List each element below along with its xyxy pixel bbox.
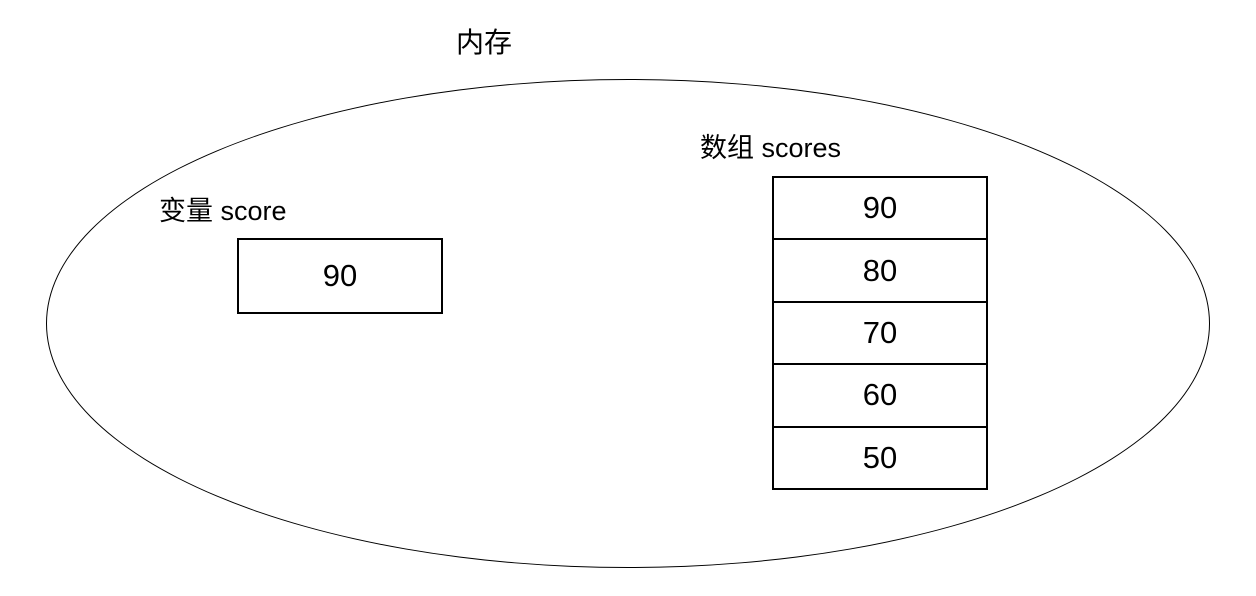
diagram-title: 内存 (456, 27, 513, 58)
array-cell: 70 (774, 303, 986, 366)
array-cell: 60 (774, 365, 986, 428)
array-cell: 80 (774, 240, 986, 303)
array-cell: 90 (774, 178, 986, 241)
variable-value: 90 (322, 258, 358, 293)
memory-ellipse-boundary (46, 79, 1210, 568)
array-cell: 50 (862, 439, 898, 475)
array-table: 90 80 70 60 50 (772, 176, 988, 490)
variable-label: 变量 score (159, 196, 287, 226)
variable-value-box: 90 (237, 238, 443, 314)
array-label: 数组 scores (700, 133, 842, 163)
